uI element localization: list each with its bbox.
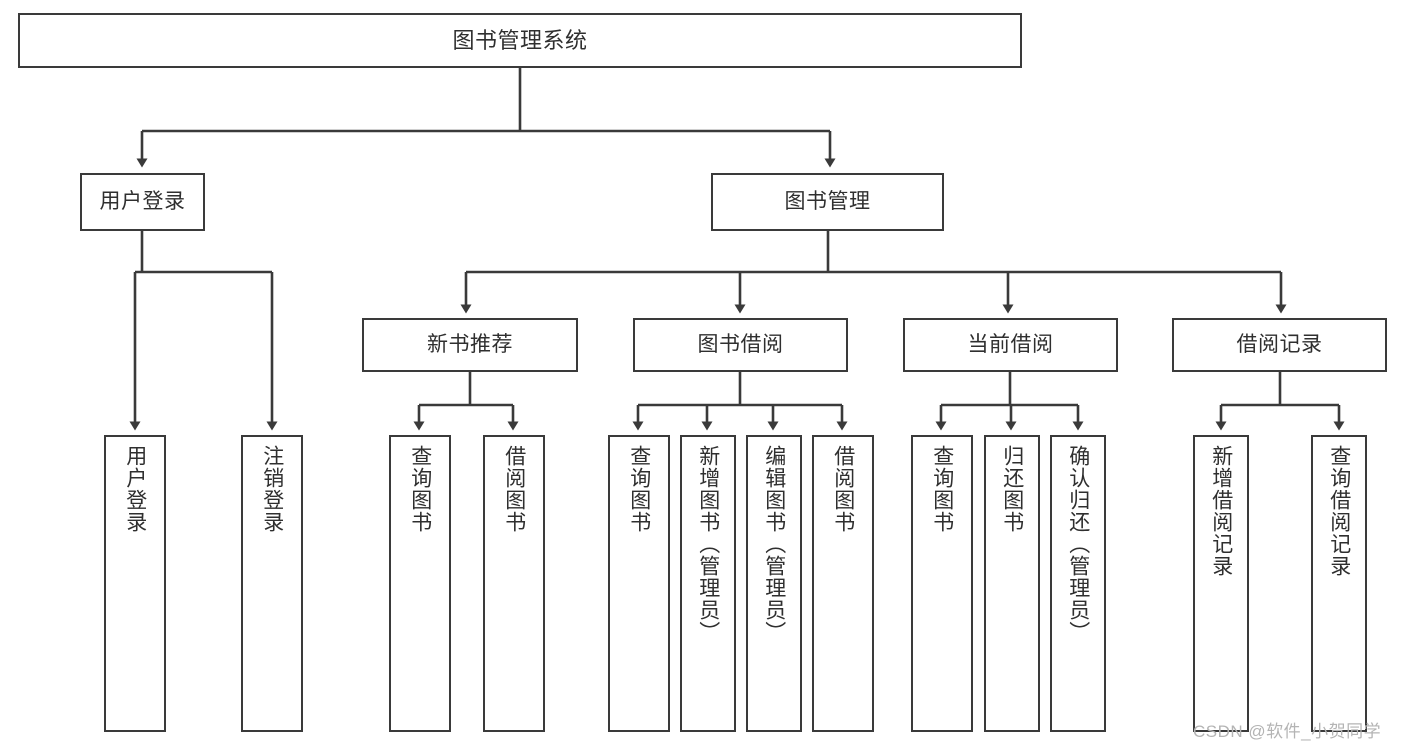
node-leaf-user-login-label: 用户登录 <box>123 445 147 533</box>
node-book-manage-label: 图书管理 <box>784 189 871 213</box>
node-borrow-record[interactable]: 借阅记录 <box>1172 318 1387 372</box>
node-leaf-query-record-label: 查询借阅记录 <box>1327 445 1351 577</box>
node-leaf-borrow-book-1[interactable]: 借阅图书 <box>483 435 545 732</box>
node-user-login[interactable]: 用户登录 <box>80 173 205 231</box>
node-leaf-add-book-label: 新增图书（管理员） <box>696 445 720 643</box>
node-leaf-user-logout[interactable]: 注销登录 <box>241 435 303 732</box>
node-leaf-query-book-3-label: 查询图书 <box>930 445 954 533</box>
node-current-borrow-label: 当前借阅 <box>967 332 1054 356</box>
node-leaf-add-record[interactable]: 新增借阅记录 <box>1193 435 1249 732</box>
node-leaf-borrow-book-2[interactable]: 借阅图书 <box>812 435 874 732</box>
node-leaf-query-book-2[interactable]: 查询图书 <box>608 435 670 732</box>
csdn-watermark: CSDN @软件_小贺同学 <box>1193 722 1382 741</box>
node-new-book-recommend-label: 新书推荐 <box>427 332 513 356</box>
node-leaf-confirm-return[interactable]: 确认归还（管理员） <box>1050 435 1106 732</box>
node-leaf-borrow-book-2-label: 借阅图书 <box>831 445 855 533</box>
node-leaf-query-book-1-label: 查询图书 <box>408 445 432 533</box>
node-root-label: 图书管理系统 <box>452 27 588 53</box>
node-leaf-return-book[interactable]: 归还图书 <box>984 435 1040 732</box>
node-book-borrow[interactable]: 图书借阅 <box>633 318 848 372</box>
node-leaf-user-login[interactable]: 用户登录 <box>104 435 166 732</box>
node-user-login-label: 用户登录 <box>99 189 186 213</box>
node-book-manage[interactable]: 图书管理 <box>711 173 944 231</box>
node-leaf-user-logout-label: 注销登录 <box>260 445 284 533</box>
node-leaf-query-book-3[interactable]: 查询图书 <box>911 435 973 732</box>
node-leaf-query-book-2-label: 查询图书 <box>627 445 651 533</box>
node-leaf-query-book-1[interactable]: 查询图书 <box>389 435 451 732</box>
node-book-borrow-label: 图书借阅 <box>697 332 784 356</box>
node-leaf-edit-book[interactable]: 编辑图书（管理员） <box>746 435 802 732</box>
node-leaf-return-book-label: 归还图书 <box>1000 445 1024 533</box>
node-leaf-edit-book-label: 编辑图书（管理员） <box>762 445 786 643</box>
node-root[interactable]: 图书管理系统 <box>18 13 1022 68</box>
node-leaf-borrow-book-1-label: 借阅图书 <box>502 445 526 533</box>
node-leaf-confirm-return-label: 确认归还（管理员） <box>1066 445 1090 643</box>
node-leaf-add-record-label: 新增借阅记录 <box>1209 445 1233 577</box>
node-new-book-recommend[interactable]: 新书推荐 <box>362 318 578 372</box>
node-leaf-add-book[interactable]: 新增图书（管理员） <box>680 435 736 732</box>
node-current-borrow[interactable]: 当前借阅 <box>903 318 1118 372</box>
node-borrow-record-label: 借阅记录 <box>1236 332 1323 356</box>
node-leaf-query-record[interactable]: 查询借阅记录 <box>1311 435 1367 732</box>
